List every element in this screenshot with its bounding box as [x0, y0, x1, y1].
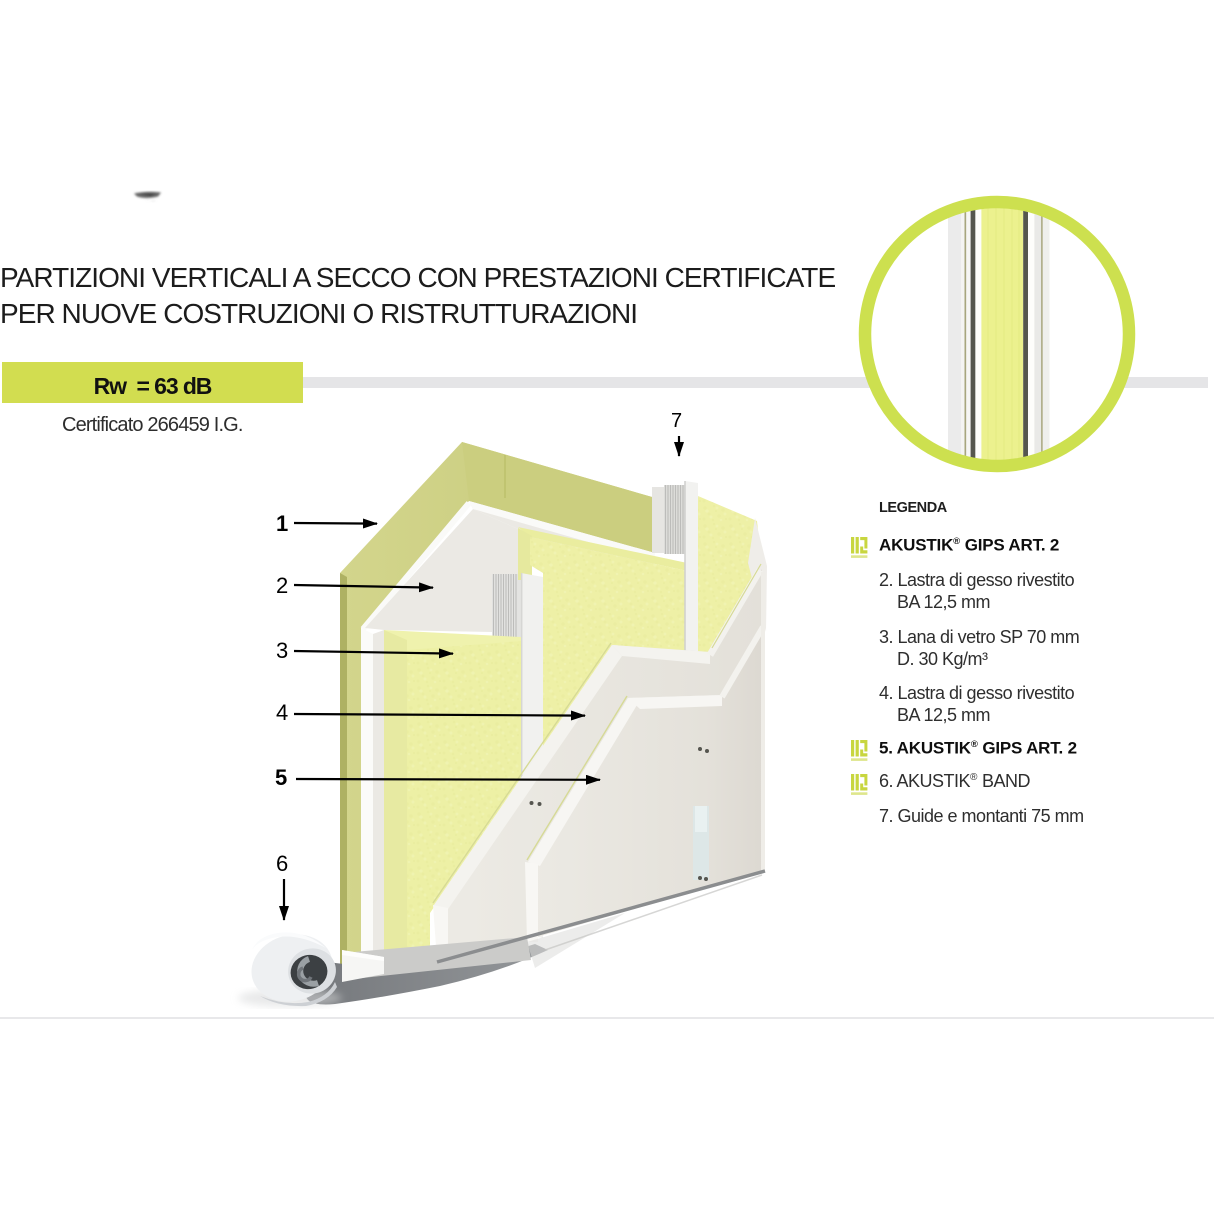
svg-text:7: 7	[671, 410, 682, 432]
svg-text:5: 5	[275, 765, 287, 790]
svg-text:2: 2	[276, 573, 288, 598]
svg-text:6: 6	[276, 851, 288, 876]
svg-text:3: 3	[276, 638, 288, 663]
svg-text:4: 4	[276, 700, 288, 725]
svg-text:1: 1	[276, 511, 288, 536]
